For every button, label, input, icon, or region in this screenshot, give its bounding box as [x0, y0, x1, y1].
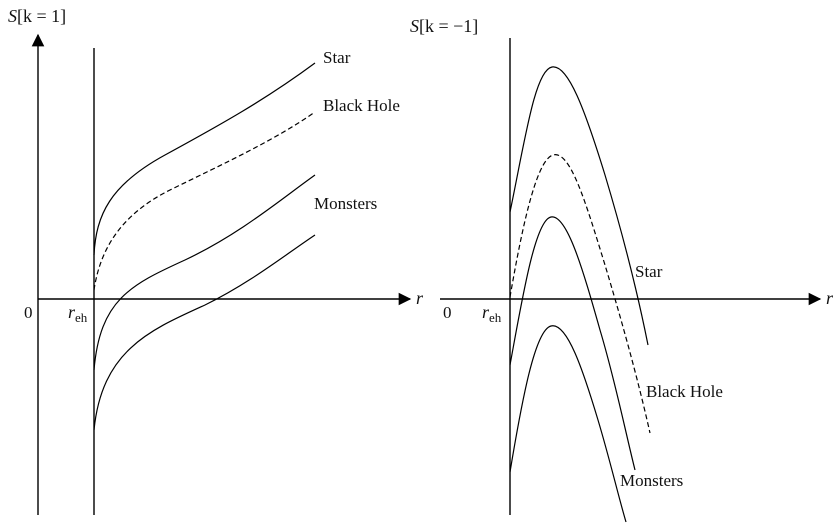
right-star-curve: [509, 66, 649, 346]
right-panel: S[k = −1] r 0 reh Star Black Hole Monste…: [410, 16, 834, 523]
right-monster-curve-2: [509, 325, 627, 523]
left-monster-curve-1: [93, 174, 316, 371]
left-star-label: Star: [323, 48, 351, 67]
left-panel: S[k = 1] r 0 reh Star Black Hole Monster…: [8, 6, 424, 515]
right-black-hole-curve: [509, 154, 651, 434]
right-black-hole-label: Black Hole: [646, 382, 723, 401]
left-black-hole-curve: [93, 111, 316, 291]
left-monster-curve-2: [93, 234, 316, 431]
right-monster-curve-1: [509, 216, 636, 471]
right-horizon-label: reh: [482, 302, 502, 325]
left-black-hole-label: Black Hole: [323, 96, 400, 115]
left-origin-label: 0: [24, 303, 33, 322]
right-x-axis-label: r: [826, 288, 834, 308]
right-star-label: Star: [635, 262, 663, 281]
right-origin-label: 0: [443, 303, 452, 322]
left-horizon-label: reh: [68, 302, 88, 325]
left-star-curve: [93, 62, 316, 256]
right-monsters-label: Monsters: [620, 471, 683, 490]
left-x-axis-label: r: [416, 288, 424, 308]
left-monsters-label: Monsters: [314, 194, 377, 213]
right-y-axis-label: S[k = −1]: [410, 16, 478, 36]
left-y-axis-label: S[k = 1]: [8, 6, 66, 26]
